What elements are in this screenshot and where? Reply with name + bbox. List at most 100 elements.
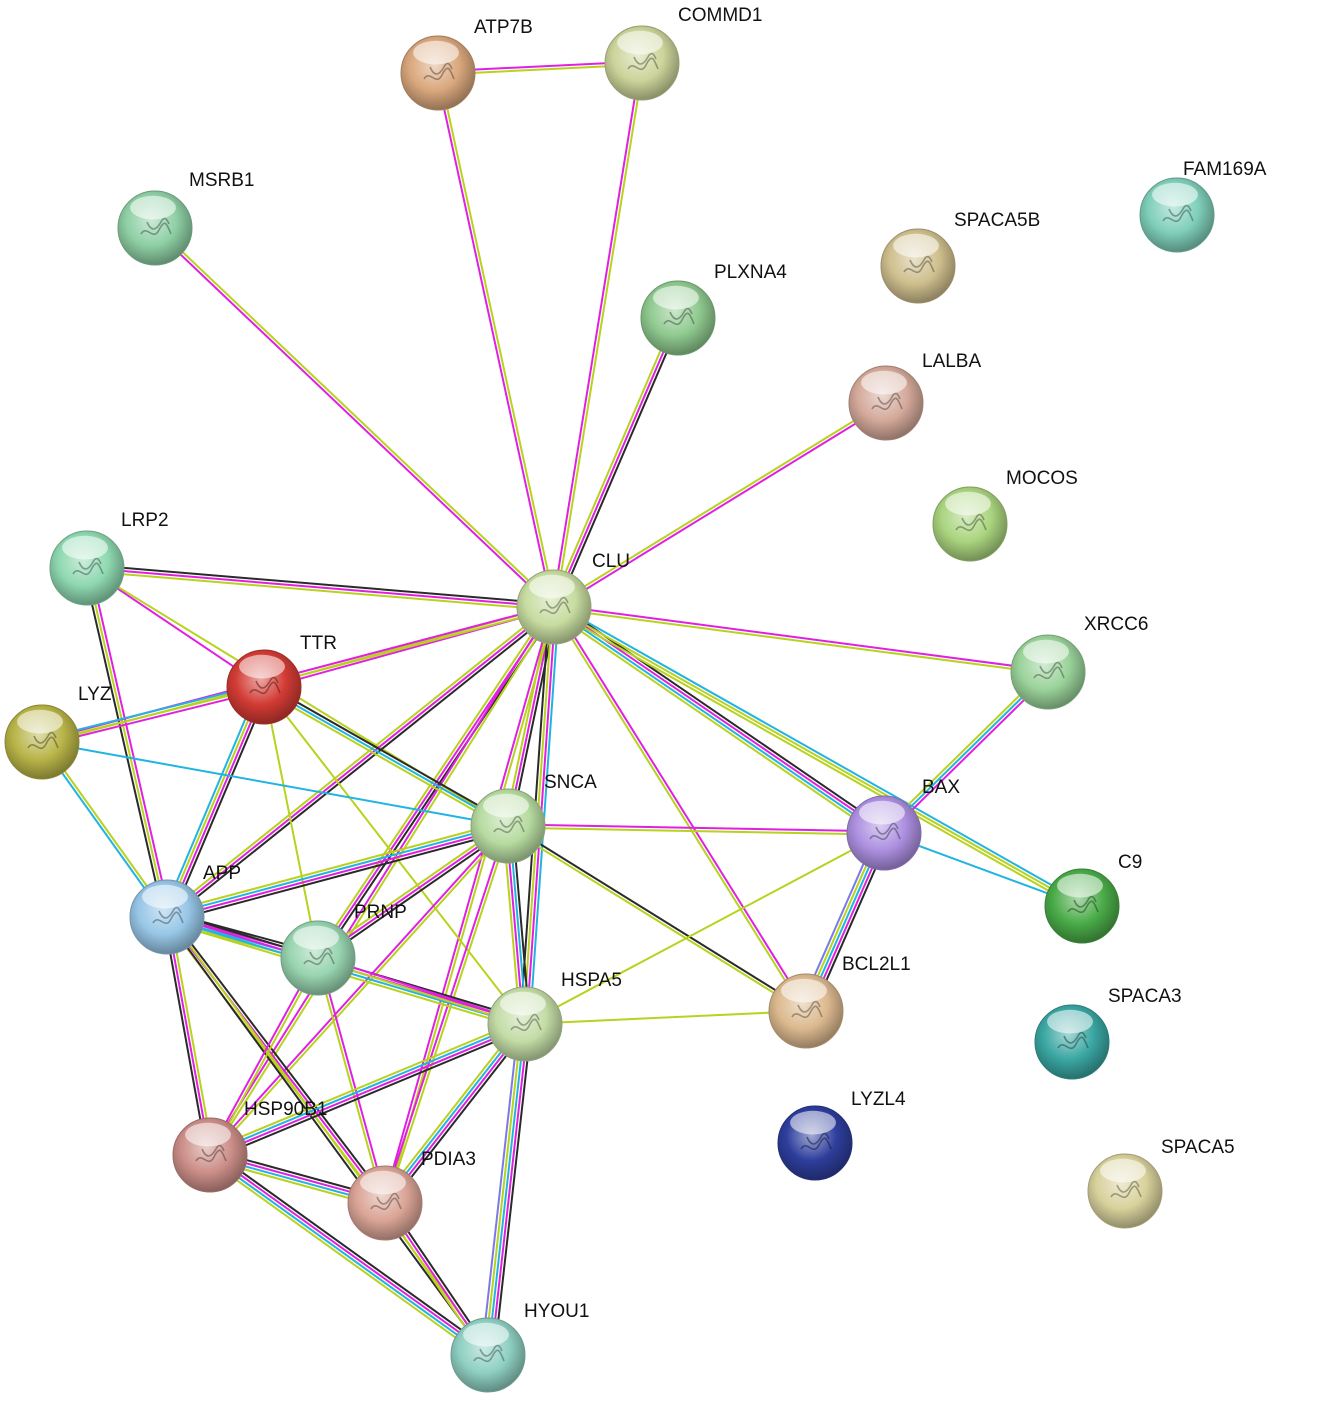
node-spaca3[interactable]: SPACA3 xyxy=(1034,986,1182,1080)
node-mocos[interactable]: MOCOS xyxy=(932,468,1078,562)
edge-line-blue xyxy=(480,1023,520,1355)
edge-line-magenta xyxy=(554,403,888,610)
node-highlight xyxy=(463,1322,509,1347)
edge-line-black xyxy=(319,827,511,962)
node-hyou1[interactable]: HYOU1 xyxy=(450,1301,589,1393)
node-spaca5[interactable]: SPACA5 xyxy=(1087,1137,1235,1229)
edge-line-magenta xyxy=(318,957,388,1203)
edge-line-cyan xyxy=(208,1155,488,1358)
edge-line-yellow xyxy=(210,607,557,1157)
edge-line-magenta xyxy=(385,1024,528,1205)
edge-hspa5-hyou1 xyxy=(480,1023,533,1356)
node-highlight xyxy=(1023,639,1069,664)
node-highlight xyxy=(790,1110,836,1135)
edge-line-magenta xyxy=(382,825,508,1203)
edge-clu-c9 xyxy=(551,603,1085,910)
node-clu[interactable]: CLU xyxy=(516,551,630,645)
edge-line-magenta xyxy=(42,689,266,747)
protein-structure-glyph xyxy=(539,596,571,615)
node-label: SNCA xyxy=(544,772,597,793)
node-plxna4[interactable]: PLXNA4 xyxy=(640,262,787,356)
edge-line-yellow xyxy=(261,688,507,830)
protein-structure-glyph xyxy=(249,676,281,695)
edge-snca-bax xyxy=(507,823,885,836)
node-label: C9 xyxy=(1118,852,1142,873)
protein-structure-glyph xyxy=(871,392,903,411)
node-commd1[interactable]: COMMD1 xyxy=(604,5,762,101)
edge-app-hyou1 xyxy=(164,915,491,1357)
edge-line-black xyxy=(82,568,165,918)
edge-line-magenta xyxy=(167,687,267,919)
edge-line-yellow xyxy=(524,1010,807,1025)
protein-structure-glyph xyxy=(473,1344,505,1363)
edge-line-yellow xyxy=(86,570,554,612)
protein-structure-glyph xyxy=(152,906,184,925)
node-highlight xyxy=(360,1170,406,1195)
edge-line-cyan xyxy=(41,741,509,827)
edge-line-yellow xyxy=(550,316,676,607)
edge-line-black xyxy=(164,917,488,1357)
edge-line-black xyxy=(387,1026,530,1207)
node-highlight xyxy=(239,654,285,679)
node-label: LYZ xyxy=(78,684,112,705)
node-label: PRNP xyxy=(354,902,407,923)
node-app[interactable]: APP xyxy=(129,863,241,955)
node-label: CLU xyxy=(592,551,630,572)
edge-hspa5-bcl2l1 xyxy=(524,1010,807,1025)
node-label: TTR xyxy=(300,633,337,654)
node-highlight xyxy=(142,884,188,909)
node-label: HYOU1 xyxy=(524,1301,589,1322)
node-label: MSRB1 xyxy=(189,170,254,191)
node-highlight xyxy=(1100,1158,1146,1183)
node-msrb1[interactable]: MSRB1 xyxy=(117,170,254,266)
edge-line-magenta xyxy=(89,567,172,917)
node-spaca5b[interactable]: SPACA5B xyxy=(880,210,1040,304)
node-pdia3[interactable]: PDIA3 xyxy=(347,1149,476,1241)
edge-app-hsp90b1 xyxy=(162,916,215,1156)
node-bax[interactable]: BAX xyxy=(846,777,960,871)
node-highlight xyxy=(500,991,546,1016)
edge-line-magenta xyxy=(207,605,554,1155)
node-highlight xyxy=(17,709,63,734)
node-highlight xyxy=(859,800,905,825)
protein-structure-glyph xyxy=(791,1000,823,1019)
protein-structure-glyph xyxy=(1162,204,1194,223)
edge-line-yellow xyxy=(41,686,265,743)
protein-structure-glyph xyxy=(663,307,695,326)
node-snca[interactable]: SNCA xyxy=(470,772,597,864)
node-label: LYZL4 xyxy=(851,1089,906,1110)
node-ttr[interactable]: TTR xyxy=(226,633,337,725)
node-label: LALBA xyxy=(922,351,981,372)
node-hspa5[interactable]: HSPA5 xyxy=(487,970,622,1062)
edge-ttr-lyz xyxy=(40,682,266,747)
edge-snca-hsp90b1 xyxy=(208,824,510,1157)
node-highlight xyxy=(293,925,339,950)
node-highlight xyxy=(781,978,827,1003)
edge-line-yellow xyxy=(550,610,882,838)
edge-line-cyan xyxy=(552,607,884,836)
node-atp7b[interactable]: ATP7B xyxy=(400,17,533,111)
edge-line-cyan xyxy=(263,686,509,827)
node-bcl2l1[interactable]: BCL2L1 xyxy=(768,954,911,1049)
edge-line-cyan xyxy=(382,1022,525,1203)
node-c9[interactable]: C9 xyxy=(1044,852,1142,944)
edge-line-magenta xyxy=(208,824,508,1155)
protein-structure-glyph xyxy=(303,947,335,966)
node-highlight xyxy=(1047,1009,1093,1034)
protein-structure-glyph xyxy=(903,255,935,274)
node-lalba[interactable]: LALBA xyxy=(848,351,981,441)
node-hsp90b1[interactable]: HSP90B1 xyxy=(172,1099,327,1193)
edge-line-yellow xyxy=(206,1158,486,1360)
node-lyz[interactable]: LYZ xyxy=(4,684,112,780)
protein-structure-glyph xyxy=(1110,1180,1142,1199)
edge-line-yellow xyxy=(315,822,507,957)
edge-line-yellow xyxy=(507,826,884,836)
node-fam169a[interactable]: FAM169A xyxy=(1139,159,1267,253)
protein-structure-glyph xyxy=(869,822,901,841)
node-xrcc6[interactable]: XRCC6 xyxy=(1010,614,1148,710)
node-lyzl4[interactable]: LYZL4 xyxy=(777,1089,906,1181)
node-lrp2[interactable]: LRP2 xyxy=(49,510,169,606)
node-prnp[interactable]: PRNP xyxy=(280,902,407,996)
node-label: PLXNA4 xyxy=(714,262,787,283)
edge-line-cyan xyxy=(40,682,264,740)
